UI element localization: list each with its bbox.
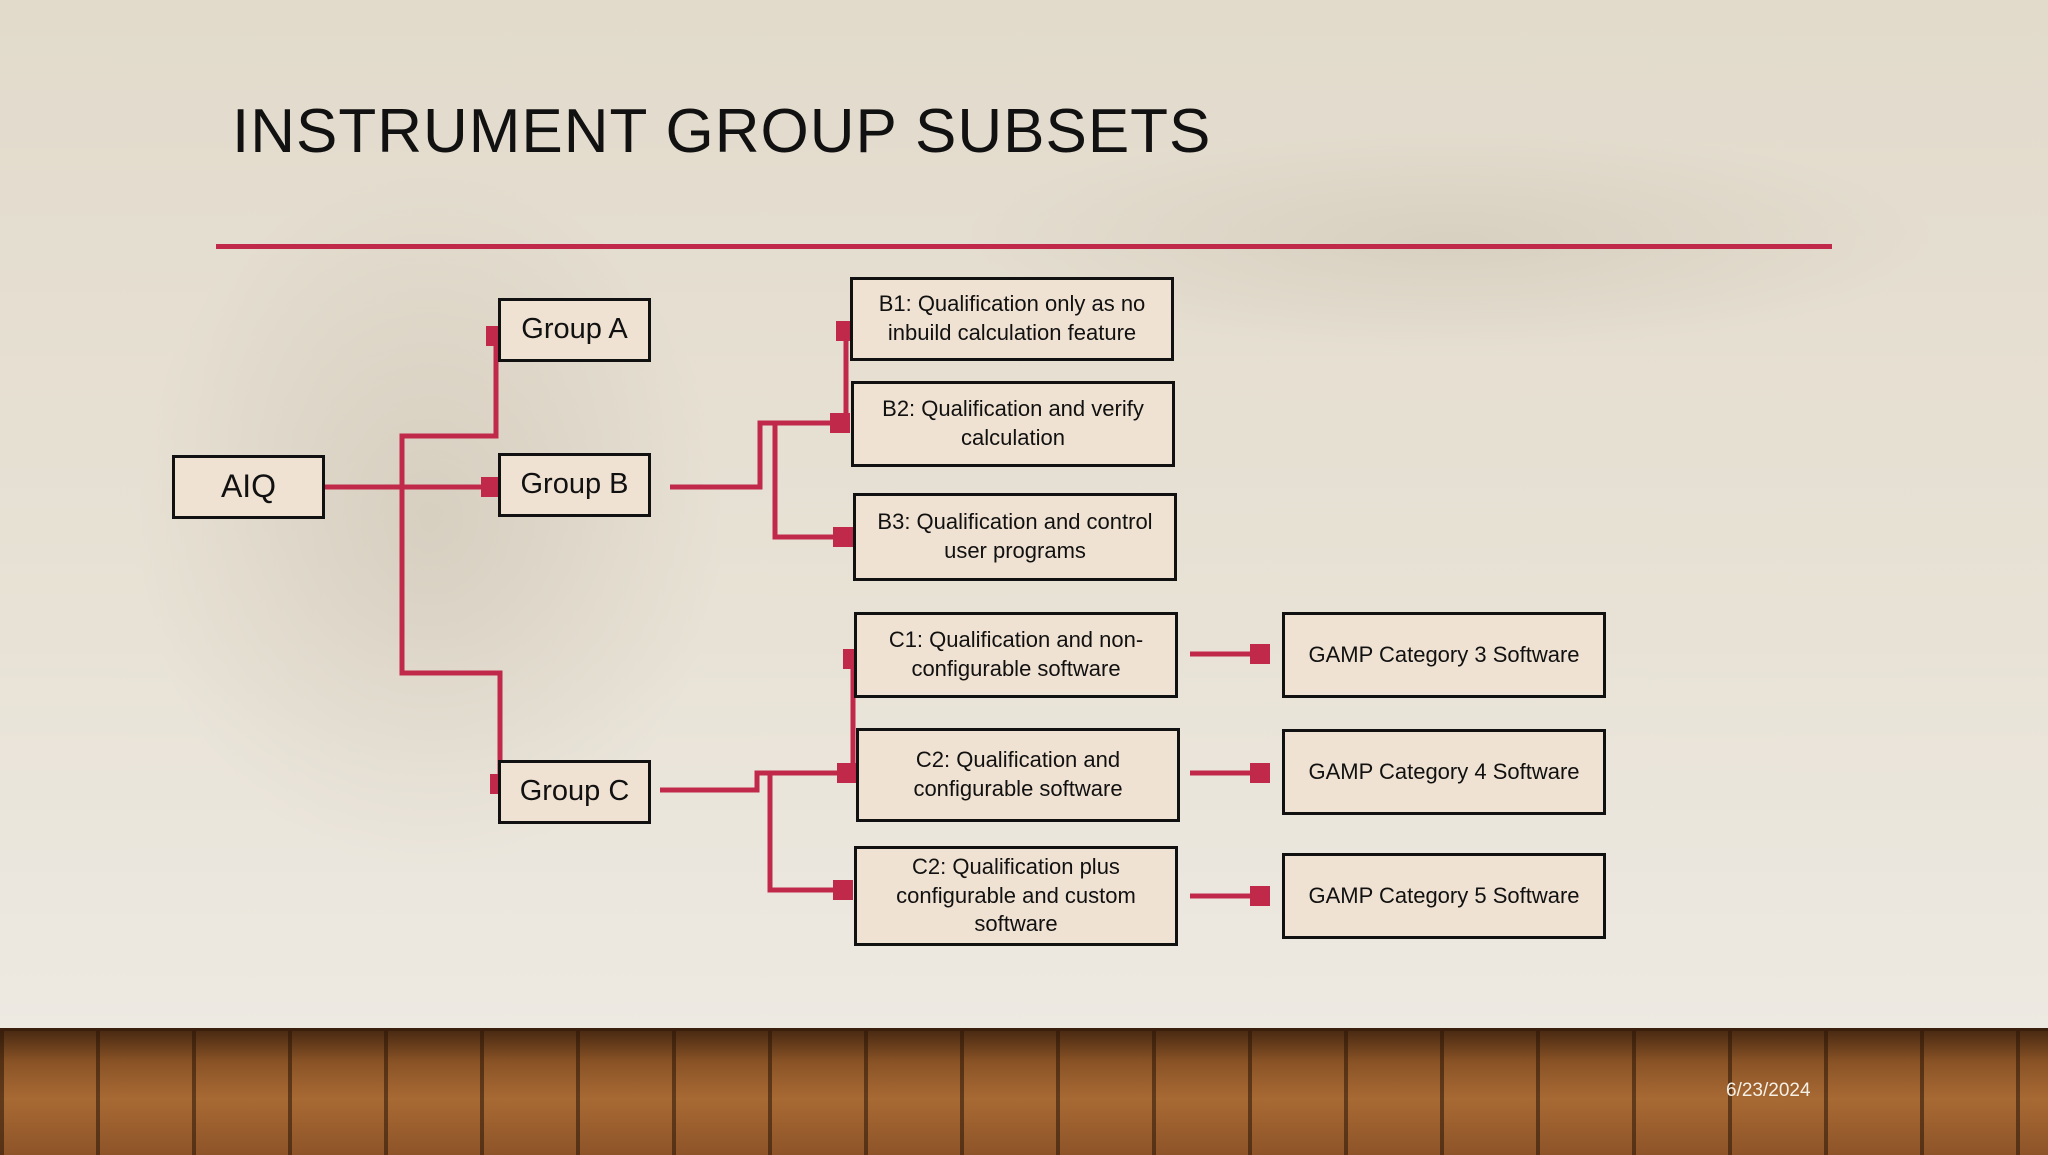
title-divider: [216, 244, 1832, 249]
connector-group-c-c3: [767, 773, 849, 890]
node-aiq: AIQ: [172, 455, 325, 519]
node-group-c: Group C: [498, 760, 651, 824]
slide-title: INSTRUMENT GROUP SUBSETS: [232, 97, 1212, 166]
node-gamp5: GAMP Category 5 Software: [1282, 853, 1606, 939]
node-c1: C1: Qualification and non-configurable s…: [854, 612, 1178, 698]
node-gamp3: GAMP Category 3 Software: [1282, 612, 1606, 698]
wood-floor: [0, 1028, 2048, 1155]
node-group-a: Group A: [498, 298, 651, 362]
connector-group-b-b3: [772, 423, 849, 537]
node-b2: B2: Qualification and verify calculation: [851, 381, 1175, 467]
node-c2: C2: Qualification and configurable softw…: [856, 728, 1180, 822]
node-group-b: Group B: [498, 453, 651, 517]
connector-group-b-trunk: [670, 420, 775, 490]
connector-group-b-b1: [760, 325, 846, 426]
connector-group-c-c1: [757, 653, 853, 776]
node-b3: B3: Qualification and control user progr…: [853, 493, 1177, 581]
connector-group-c-trunk: [660, 770, 770, 793]
node-b1: B1: Qualification only as no inbuild cal…: [850, 277, 1174, 361]
connector-aiq-group-c: [399, 487, 500, 790]
slide-date: 6/23/2024: [1726, 1080, 1811, 1101]
node-c3: C2: Qualification plus configurable and …: [854, 846, 1178, 946]
connector-aiq-group-a: [399, 330, 496, 487]
node-gamp4: GAMP Category 4 Software: [1282, 729, 1606, 815]
